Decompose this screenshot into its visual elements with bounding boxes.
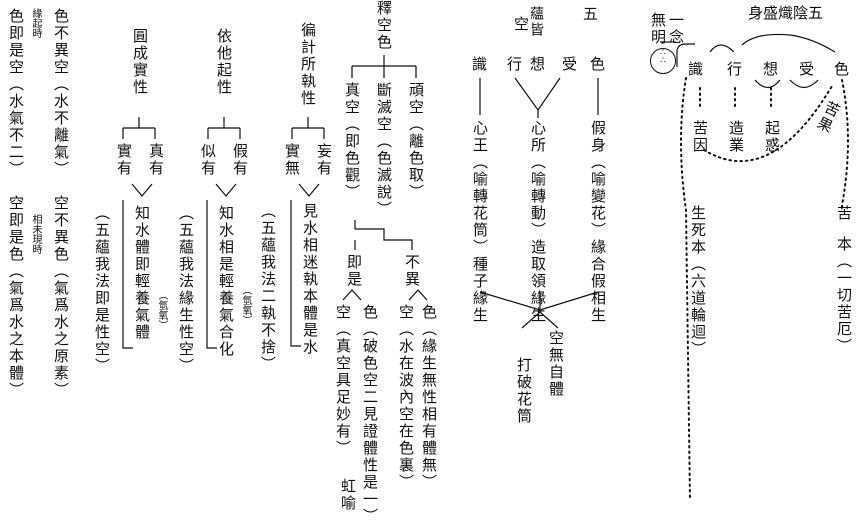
- c7-d3: 起惑: [763, 120, 781, 154]
- c5-b3: 真空（即色觀）: [343, 82, 361, 201]
- c7-sk-3: 受: [799, 60, 815, 78]
- c4-note: （五蘊我法二執不捨）: [259, 203, 277, 373]
- c7-e2b: 本（一切苦厄）: [835, 236, 853, 355]
- c6-s3: 心王（喻轉花筒）種子緣生: [471, 120, 489, 324]
- c4-l: 實無: [283, 143, 301, 177]
- c5-head: 釋空色: [375, 0, 393, 51]
- c3-main: 知水相是輕養氣合化: [217, 205, 235, 358]
- c6-t3: 空: [512, 16, 530, 33]
- c3-mainsub: （氫氧）: [240, 285, 251, 325]
- c7-sk-4: 色: [834, 60, 850, 78]
- c6-r1: 空無自體: [547, 330, 565, 398]
- c3-l: 似有: [199, 143, 217, 177]
- c7-sk-1: 行: [727, 60, 743, 78]
- c6-r2: 打破花筒: [515, 357, 533, 425]
- c1-b2-small: 相未現時: [30, 214, 41, 254]
- c2-head: 圓成實性: [131, 28, 149, 96]
- c5-tail: 虹喻: [339, 478, 357, 512]
- c4-main: 見水相迷執本體是水: [301, 203, 319, 356]
- c2-mainsub: （氫氧）: [156, 290, 167, 330]
- c2-main: 知水體即輕養氣體: [133, 205, 151, 341]
- c6-sk-4: 色: [590, 55, 606, 73]
- c3-head: 依他起性: [215, 28, 233, 96]
- dots-circle-icon: ∴∴: [650, 48, 676, 74]
- c7-e2: 苦: [835, 205, 853, 222]
- c7-side1: 一念: [667, 12, 685, 46]
- c6-s1: 假身（喻變花）緣合假相生: [589, 120, 607, 324]
- c1-a1: 色不異空（水不離氣）: [52, 8, 70, 178]
- c5-b1: 頑空（離色取）: [407, 82, 425, 201]
- c5-b2: 斷滅空（色滅說）: [375, 82, 393, 218]
- c5-l2: 空（水在波內空在色裏）: [397, 304, 415, 491]
- c6-sk-2: 想: [530, 55, 546, 73]
- c2-l: 實有: [115, 143, 133, 177]
- c6-sk-3: 受: [562, 55, 578, 73]
- c6-t1: 五: [581, 6, 599, 23]
- c5-l1: 色（緣生無性相有體無）: [420, 304, 438, 491]
- c1-b1: 空不異色（氣爲水之原素）: [52, 195, 70, 399]
- c4-head: 徧計所執性: [299, 22, 317, 107]
- c7-sk-2: 想: [763, 60, 779, 78]
- c2-note: （五蘊我法即是性空）: [93, 205, 111, 375]
- c6-sk-0: 識: [472, 55, 488, 73]
- c7-e1: 生死本（六道輪迴）: [689, 205, 707, 358]
- c5-l3: 色（破色空二見證體性是一）: [361, 304, 379, 525]
- c1-a2: 色即是空（水氣不二）: [7, 8, 25, 178]
- c7-d1: 苦因: [691, 120, 709, 154]
- c5-l4: 空（真空具足妙有）: [334, 304, 352, 457]
- c2-r: 真有: [147, 143, 165, 177]
- c6-sk-1: 行: [507, 55, 523, 73]
- c7-sk-0: 識: [688, 60, 704, 78]
- c5-j1: 不異: [403, 254, 421, 288]
- c3-note: （五蘊我法緣生性空）: [177, 205, 195, 375]
- c1-b2: 空即是色（氣爲水之本體）: [7, 195, 25, 399]
- c1-a2-small: 緣起時: [30, 8, 41, 38]
- c7-d2: 造業: [727, 120, 745, 154]
- c6-t2: 蘊皆: [528, 6, 544, 38]
- c6-s2: 心所（喻轉動）造取領緣生: [529, 120, 547, 324]
- c4-r: 妄有: [315, 143, 333, 177]
- c7-title: 身盛熾陰五: [748, 4, 824, 22]
- c7-side2: 無明: [649, 12, 667, 46]
- c5-j2: 即是: [345, 254, 363, 288]
- c3-r: 假有: [231, 143, 249, 177]
